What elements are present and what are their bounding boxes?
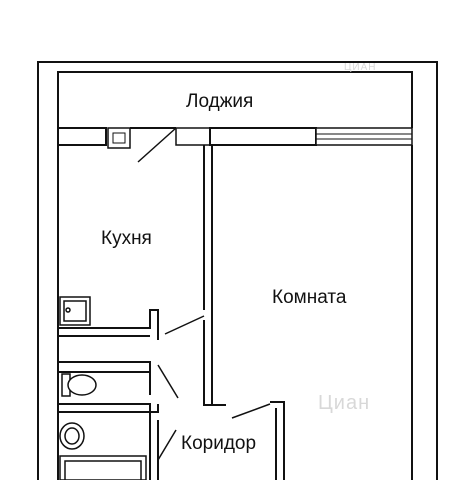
loggia-label: Лоджия [186,91,254,112]
toilet-fixture [61,373,97,397]
watermark-top: ЦИАН [344,62,377,73]
toilet-door-swing [157,364,179,399]
room-label: Комната [272,287,347,308]
kitchen-lower-wall [58,309,205,340]
watermark-bottom: Циан [318,392,371,414]
outer-walls [37,61,438,480]
toilet-bowl [67,374,97,396]
room-entry-jamb [270,401,285,480]
loggia-wall-segment-middle [209,127,317,146]
balcony-door-frame [175,127,211,146]
loggia-wall-segment-left [57,127,107,146]
bathroom-door-swing [157,429,177,461]
loggia-wall [57,127,413,163]
room-door-swing [231,403,271,419]
kitchen-door-swing [164,315,205,335]
outer-wall-inner-line [57,71,413,480]
bathroom [149,412,177,480]
kitchen-wall-line [58,309,159,340]
corridor-label: Коридор [181,433,257,454]
ventilation-shaft-inner [112,132,126,144]
toilet-wall-bottom [58,403,159,413]
room-entry-wall [231,401,285,480]
bathtub-inner [64,460,142,480]
bathroom-sink-basin [64,427,80,445]
partition-lower-left [203,320,212,406]
sink-drain [65,307,71,313]
kitchen-label: Кухня [101,228,152,249]
kitchen-room-partition [203,145,226,406]
outer-wall-outline [37,61,438,480]
toilet-wall-top [58,361,151,373]
kitchen-sink [59,296,91,326]
partition-line-right [211,145,226,406]
room-window [315,127,413,146]
balcony-door-swing [137,127,177,163]
bathroom-fixtures [59,422,147,480]
sink-basin [63,300,87,322]
